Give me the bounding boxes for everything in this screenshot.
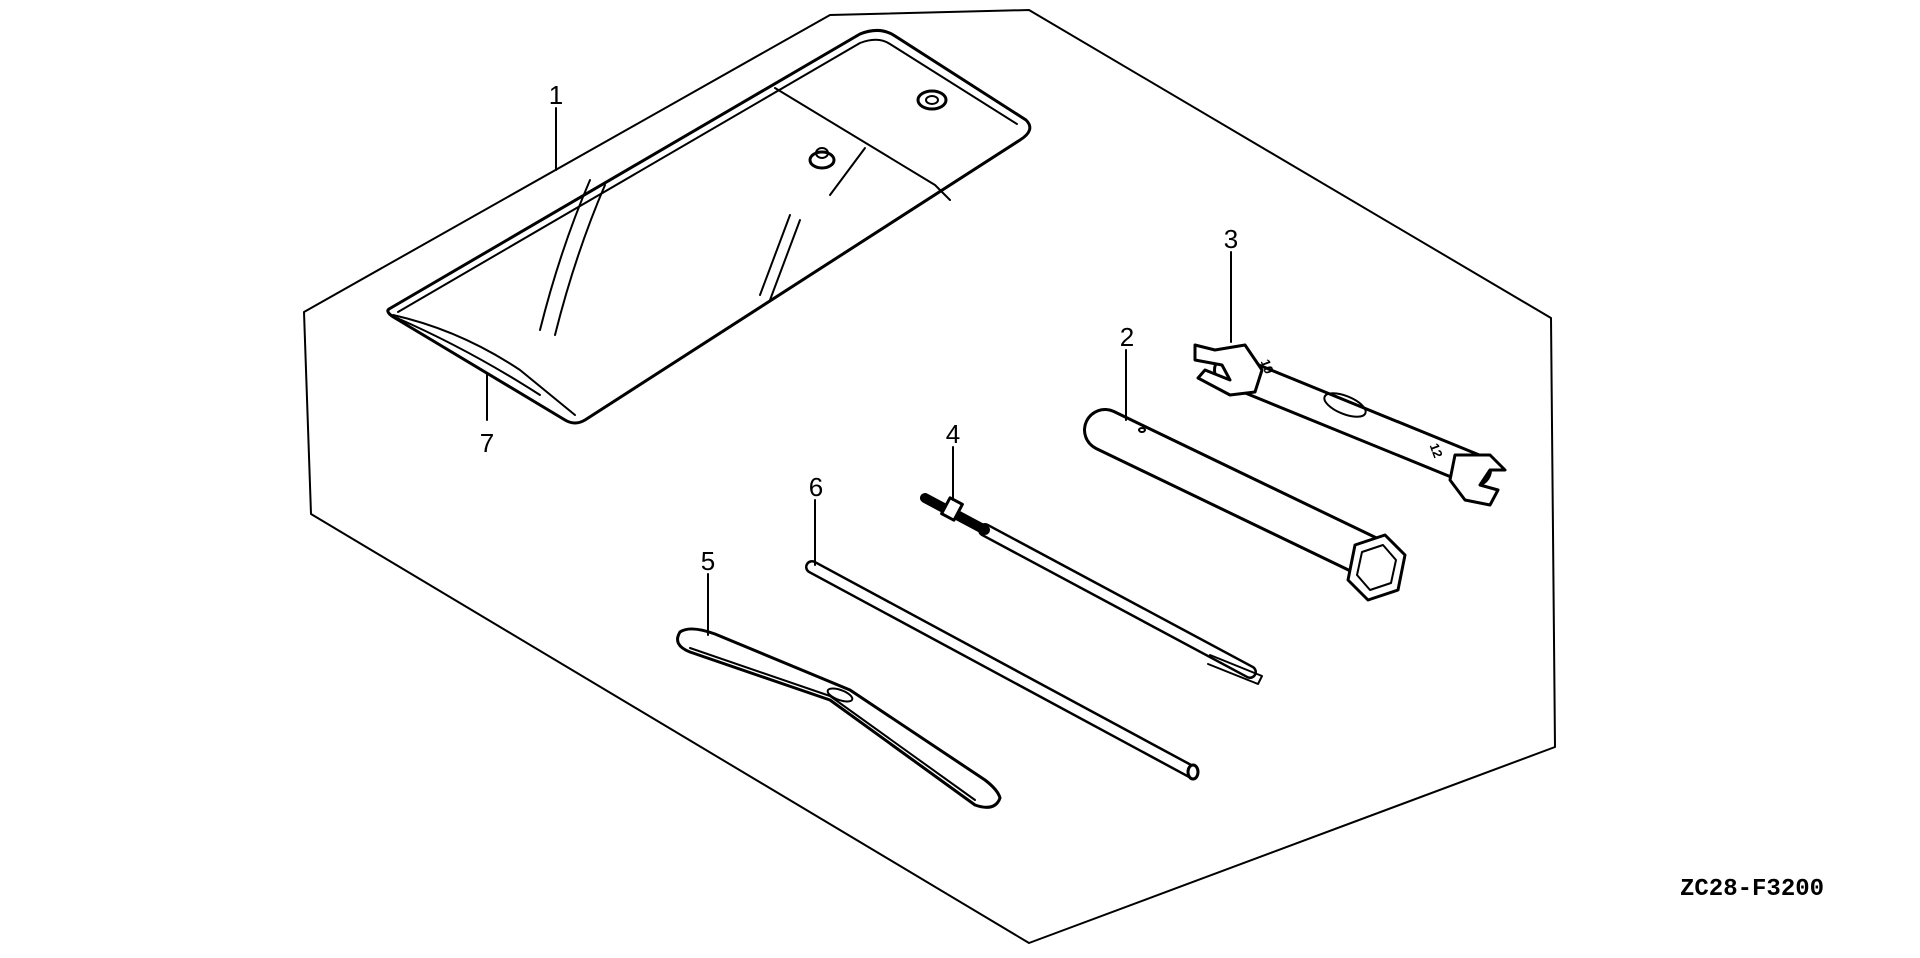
box-wrench — [1083, 408, 1407, 602]
callout-3: 3 — [1224, 224, 1238, 254]
callout-4: 4 — [946, 419, 960, 449]
tool-bag — [386, 29, 1032, 425]
callout-1: 1 — [549, 80, 563, 110]
callout-5: 5 — [701, 546, 715, 576]
callout-6: 6 — [809, 472, 823, 502]
open-end-wrench: 10 12 — [1193, 343, 1507, 507]
handle-bar — [805, 560, 1200, 781]
diagram-code: ZC28-F3200 — [1680, 876, 1824, 903]
spanner-handle — [676, 627, 1002, 809]
kit-boundary — [303, 9, 1556, 944]
leader-lines — [486, 107, 1232, 636]
callout-2: 2 — [1120, 322, 1134, 352]
callout-7: 7 — [480, 428, 494, 458]
wrench-size-10: 10 — [1258, 357, 1277, 376]
wrench-size-12: 12 — [1427, 441, 1446, 460]
screwdriver — [920, 493, 1263, 685]
